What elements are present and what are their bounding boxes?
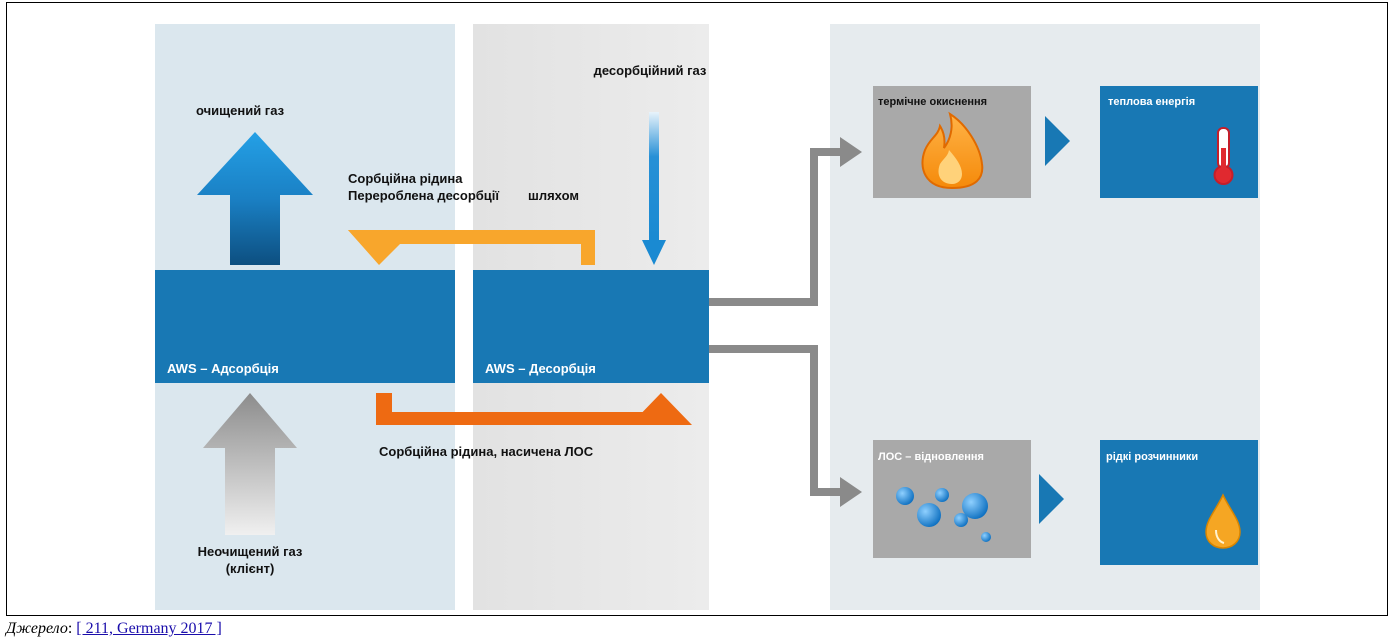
clean-gas-label: очищений газ [196,103,285,118]
aws-adsorption-label: AWS – Адсорбція [167,361,279,376]
recycled-liquid-label: Сорбційна рідина Перероблена десорбції [348,171,500,203]
thermometer-icon [1213,127,1234,185]
droplet-icon [1205,493,1241,549]
source-prefix: Джерело [6,620,68,637]
aws-desorption-label: AWS – Десорбція [485,361,596,376]
flame-icon [921,111,984,190]
connector-upper [709,148,846,306]
thermal-oxidation-label: термічне окиснення [878,96,988,108]
saturated-liquid-label: Сорбційна рідина, насичена ЛОС [379,444,594,459]
aws-desorption-block [473,270,709,383]
voc-recovery-label: ЛОС – відновлення [878,451,984,463]
bubbles-icon [896,487,991,542]
heat-energy-label: теплова енергія [1108,96,1196,108]
figure-frame [6,2,1388,616]
raw-gas-label: Неочищений газ (клієнт) [197,544,303,576]
recycled-liquid-arrow [348,230,595,265]
saturated-liquid-arrow [376,393,692,425]
path-label: шляхом [528,188,579,203]
liquid-solvents-label: рідкі розчинники [1106,451,1199,463]
connector-lower [709,345,846,496]
arrow-voc-to-solvents [1039,474,1064,524]
source-link[interactable]: [ 211, Germany 2017 ] [76,620,222,637]
desorption-gas-label: десорбційний газ [593,63,707,78]
raw-gas-arrow [203,393,297,535]
desorption-gas-arrow [642,112,666,265]
arrow-thermal-to-heat [1045,116,1070,166]
aws-adsorption-block [155,270,455,383]
clean-gas-arrow [197,132,313,265]
source-separator: : [67,620,77,637]
source-caption: Джерело: [ 211, Germany 2017 ] [6,620,222,638]
